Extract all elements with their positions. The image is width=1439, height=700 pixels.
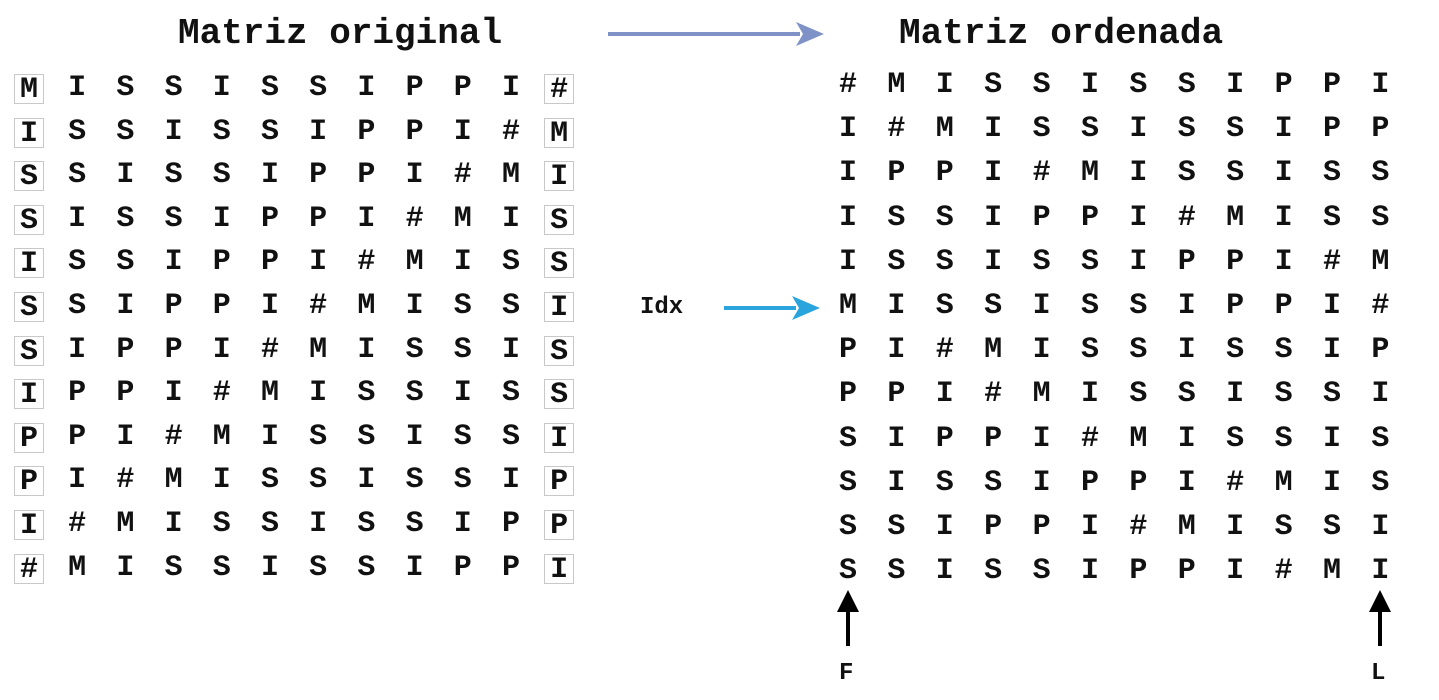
idx-arrow: [724, 296, 820, 320]
last-column-arrow: [1369, 590, 1391, 646]
main-transform-arrow: [608, 22, 824, 46]
last-column-label: L: [1371, 660, 1386, 687]
original-matrix-title: Matriz original: [178, 13, 503, 54]
first-column-arrow: [837, 590, 859, 646]
sorted-matrix-title: Matriz ordenada: [899, 13, 1224, 54]
idx-label: Idx: [640, 294, 684, 321]
first-column-label: F: [839, 660, 854, 687]
